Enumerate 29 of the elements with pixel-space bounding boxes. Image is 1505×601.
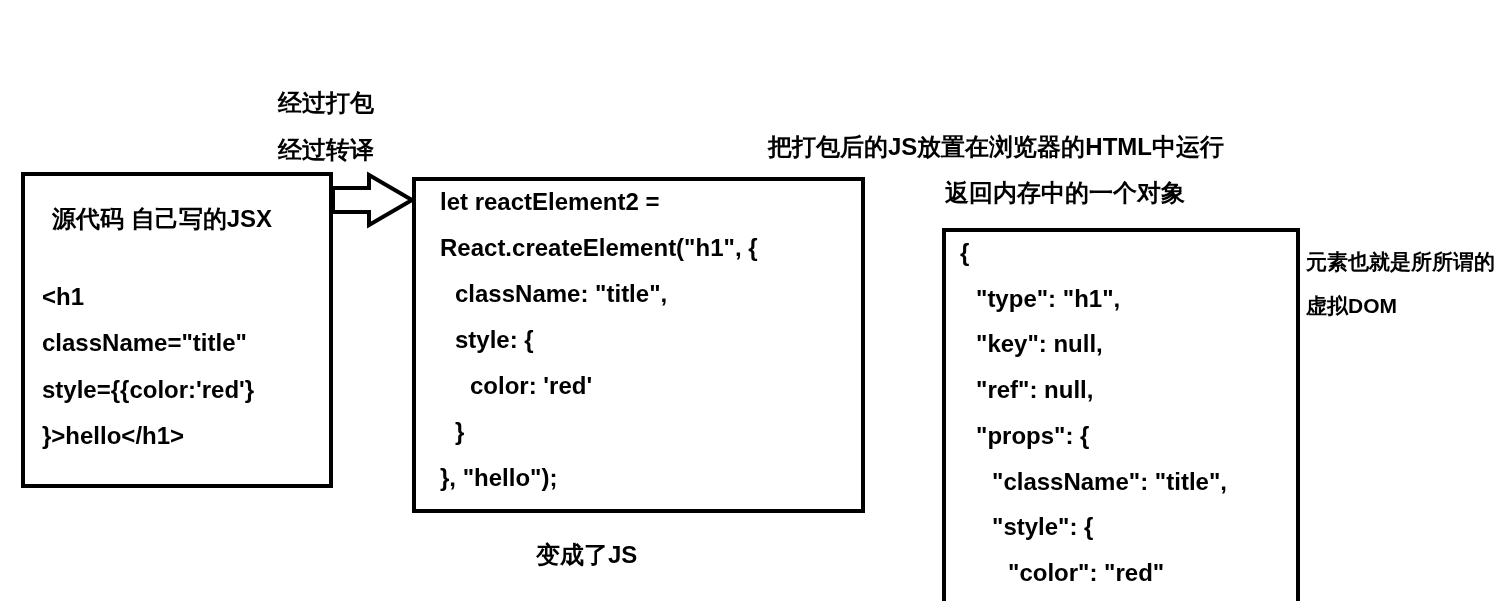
code-line: className="title" (42, 328, 247, 359)
code-line: "className": "title", (992, 466, 1227, 497)
box-heading: 源代码 自己写的JSX (52, 204, 273, 234)
code-line: style={{color:'red'} (42, 374, 255, 405)
code-line: style: { (455, 325, 534, 355)
code-line: className: "title", (455, 279, 668, 309)
annotation-text: 返回内存中的一个对象 (945, 178, 1185, 208)
code-line: "props": { (976, 420, 1090, 451)
code-line: "color": "red" (1008, 557, 1165, 588)
code-box (942, 228, 1300, 601)
code-line: React.createElement("h1", { (440, 233, 758, 263)
annotation-text: 经过打包 (278, 88, 374, 118)
code-line: "type": "h1", (976, 283, 1121, 314)
annotation-text: 把打包后的JS放置在浏览器的HTML中运行 (768, 132, 1224, 162)
code-line: <h1 (42, 282, 85, 312)
code-line: color: 'red' (470, 371, 593, 401)
code-box (21, 172, 333, 488)
code-line: }>hello</h1> (42, 420, 185, 451)
code-line: let reactElement2 = (440, 187, 660, 217)
code-line: }, "hello"); (440, 463, 558, 493)
code-line: "style": { (992, 512, 1094, 543)
code-line: } (455, 417, 465, 447)
code-box (412, 177, 865, 513)
code-line: "ref": null, (976, 375, 1094, 406)
code-line: { (960, 238, 970, 268)
annotation-text: 元素也就是所所谓的虚拟DOM (1306, 249, 1496, 319)
code-line: "key": null, (976, 329, 1103, 360)
annotation-text: 变成了JS (536, 540, 638, 570)
annotation-text: 经过转译 (278, 135, 374, 165)
